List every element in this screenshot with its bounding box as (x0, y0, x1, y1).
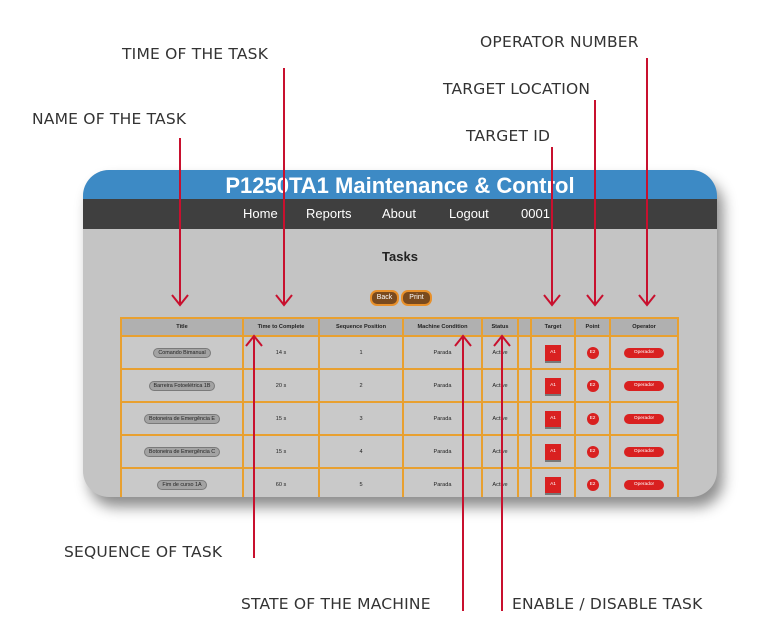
target-button[interactable]: A1 (545, 377, 561, 394)
task-title-button[interactable]: Botoneira de Emergência E (144, 413, 220, 424)
callout-time-of-task: TIME OF THE TASK (122, 45, 269, 63)
task-status[interactable]: Active (481, 434, 519, 469)
target-button[interactable]: A1 (545, 443, 561, 460)
task-sequence: 2 (318, 368, 404, 403)
app-window: P1250TA1 Maintenance & Control Home Repo… (83, 170, 717, 497)
task-status[interactable]: Active (481, 467, 519, 497)
operator-button[interactable]: Operador (624, 446, 664, 457)
blank-cell (517, 467, 532, 497)
callout-sequence-of-task: SEQUENCE OF TASK (64, 543, 223, 561)
operator-button[interactable]: Operador (624, 413, 664, 424)
table-header-row: Title Time to Complete Sequence Position… (120, 317, 679, 337)
task-time: 15 s (242, 401, 320, 436)
target-button[interactable]: A1 (545, 476, 561, 493)
task-condition: Parada (402, 368, 483, 403)
col-header-blank (517, 317, 532, 337)
task-condition: Parada (402, 467, 483, 497)
col-header-target: Target (530, 317, 576, 337)
task-status[interactable]: Active (481, 335, 519, 370)
col-header-sequence: Sequence Position (318, 317, 404, 337)
operator-button[interactable]: Operador (624, 380, 664, 391)
task-sequence: 5 (318, 467, 404, 497)
task-time: 20 s (242, 368, 320, 403)
nav-home[interactable]: Home (243, 206, 278, 221)
col-header-title: Title (120, 317, 244, 337)
blank-cell (517, 368, 532, 403)
task-condition: Parada (402, 434, 483, 469)
col-header-point: Point (574, 317, 611, 337)
nav-logout[interactable]: Logout (449, 206, 489, 221)
operator-number: 0001 (521, 206, 550, 221)
point-button[interactable]: E2 (586, 346, 599, 359)
task-sequence: 3 (318, 401, 404, 436)
blank-cell (517, 434, 532, 469)
task-sequence: 1 (318, 335, 404, 370)
callout-enable-disable-task: ENABLE / DISABLE TASK (512, 595, 703, 613)
point-button[interactable]: E2 (586, 478, 599, 491)
target-button[interactable]: A1 (545, 410, 561, 427)
table-row: Barreira Fotoelétrica 1B 20 s 2 Parada A… (120, 368, 679, 403)
col-header-status: Status (481, 317, 519, 337)
task-time: 14 s (242, 335, 320, 370)
task-title-button[interactable]: Comando Bimanual (153, 347, 211, 358)
back-button[interactable]: Back (370, 290, 399, 306)
nav-about[interactable]: About (382, 206, 416, 221)
task-title-button[interactable]: Fim de curso 1A (157, 479, 207, 490)
blank-cell (517, 335, 532, 370)
col-header-condition: Machine Condition (402, 317, 483, 337)
task-condition: Parada (402, 401, 483, 436)
point-button[interactable]: E2 (586, 379, 599, 392)
task-status[interactable]: Active (481, 368, 519, 403)
task-status[interactable]: Active (481, 401, 519, 436)
callout-target-location: TARGET LOCATION (443, 80, 591, 98)
operator-button[interactable]: Operador (624, 347, 664, 358)
table-row: Botoneira de Emergência C 15 s 4 Parada … (120, 434, 679, 469)
target-button[interactable]: A1 (545, 344, 561, 361)
table-row: Botoneira de Emergência E 15 s 3 Parada … (120, 401, 679, 436)
task-title-button[interactable]: Botoneira de Emergência C (143, 446, 221, 457)
callout-target-id: TARGET ID (466, 127, 551, 145)
col-header-operator: Operator (609, 317, 679, 337)
point-button[interactable]: E2 (586, 412, 599, 425)
col-header-time: Time to Complete (242, 317, 320, 337)
task-time: 15 s (242, 434, 320, 469)
table-row: Comando Bimanual 14 s 1 Parada Active A1… (120, 335, 679, 370)
callout-state-of-machine: STATE OF THE MACHINE (241, 595, 431, 613)
table-row: Fim de curso 1A 60 s 5 Parada Active A1 … (120, 467, 679, 497)
nav-reports[interactable]: Reports (306, 206, 352, 221)
nav-bar: Home Reports About Logout 0001 (83, 199, 717, 229)
blank-cell (517, 401, 532, 436)
page-title: Tasks (382, 249, 418, 264)
tasks-table: Title Time to Complete Sequence Position… (120, 317, 679, 497)
point-button[interactable]: E2 (586, 445, 599, 458)
task-condition: Parada (402, 335, 483, 370)
app-title: P1250TA1 Maintenance & Control (83, 170, 717, 199)
print-button[interactable]: Print (401, 290, 432, 306)
task-sequence: 4 (318, 434, 404, 469)
task-time: 60 s (242, 467, 320, 497)
callout-operator-number: OPERATOR NUMBER (480, 33, 639, 51)
callout-name-of-task: NAME OF THE TASK (32, 110, 187, 128)
task-title-button[interactable]: Barreira Fotoelétrica 1B (148, 380, 216, 391)
operator-button[interactable]: Operador (624, 479, 664, 490)
